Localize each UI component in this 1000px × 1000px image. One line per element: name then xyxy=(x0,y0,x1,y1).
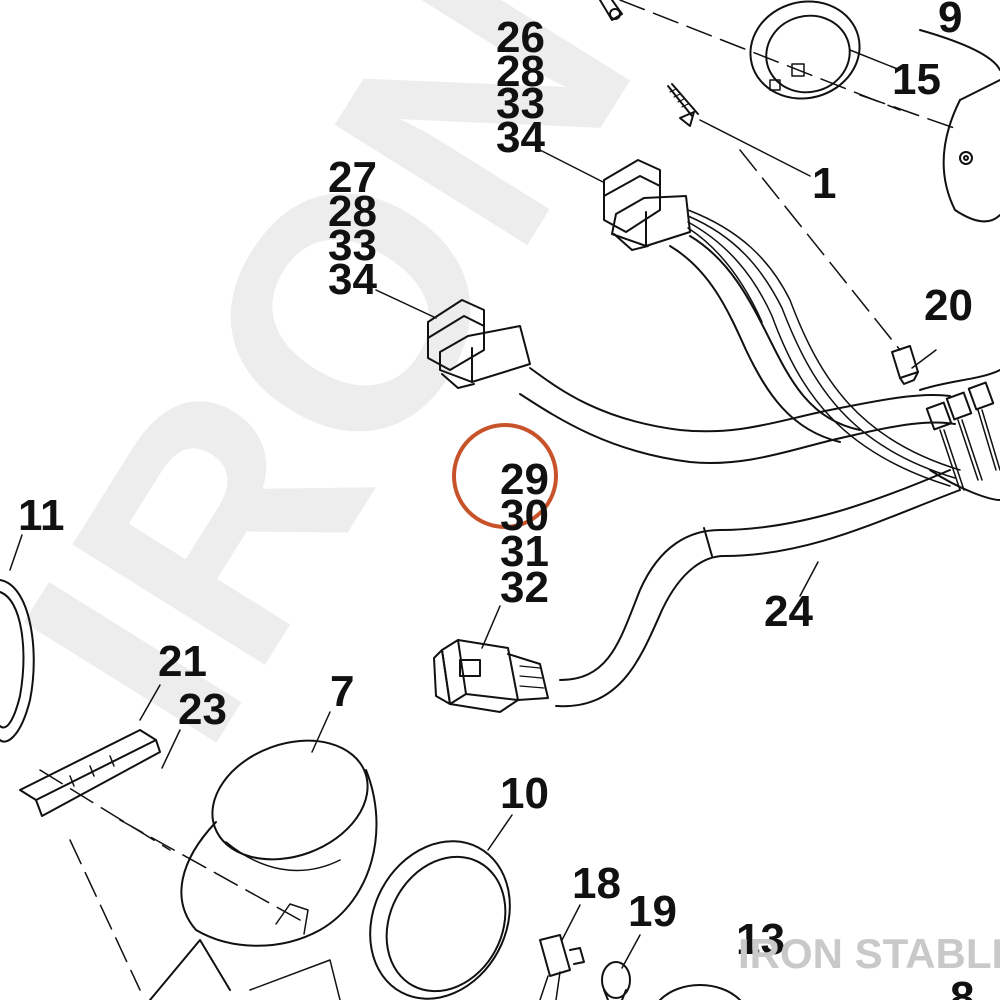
part-19-bulb xyxy=(601,961,631,1000)
callout-13: 13 xyxy=(736,915,785,964)
callout-31: 31 xyxy=(500,527,549,576)
part-top-stud xyxy=(599,0,623,21)
callout-1: 1 xyxy=(812,159,836,208)
connector-upper xyxy=(603,159,691,251)
part-18-socket xyxy=(539,934,585,1000)
callout-23: 23 xyxy=(178,685,227,734)
part-10-ring xyxy=(369,840,511,1000)
callout-20: 20 xyxy=(924,281,973,330)
leader-lines xyxy=(9,49,937,969)
callout-28: 28 xyxy=(328,187,377,236)
callout-19: 19 xyxy=(628,887,677,936)
callout-24: 24 xyxy=(764,587,813,636)
highlight-circle xyxy=(452,423,558,529)
brand-logo: IRON STABLE xyxy=(738,930,1000,977)
callout-33: 33 xyxy=(328,221,377,270)
callout-33: 33 xyxy=(496,79,545,128)
harness-24 xyxy=(555,469,961,708)
callout-21: 21 xyxy=(158,637,207,686)
part-11-ring xyxy=(0,579,35,743)
part-1-screw xyxy=(667,83,699,127)
part-20-pin xyxy=(891,345,919,385)
callout-10: 10 xyxy=(500,769,549,818)
callout-27: 27 xyxy=(328,153,377,202)
callout-28: 28 xyxy=(496,47,545,96)
part-7-cylinder xyxy=(149,739,378,1000)
part-21-23-strip xyxy=(19,729,161,817)
callout-26: 26 xyxy=(496,13,545,62)
callout-32: 32 xyxy=(500,563,549,612)
part-13-cap xyxy=(659,984,741,1000)
callout-9: 9 xyxy=(938,0,962,42)
callout-34: 34 xyxy=(328,255,377,304)
part-15-ring xyxy=(749,0,861,100)
plug-29-32 xyxy=(433,639,549,713)
callout-34: 34 xyxy=(496,113,545,162)
part-9-housing xyxy=(919,29,1000,223)
callout-7: 7 xyxy=(330,667,354,716)
harness-sheath-lower xyxy=(519,367,956,464)
center-lines xyxy=(39,0,961,991)
connector-lower xyxy=(427,299,531,389)
callout-11: 11 xyxy=(18,491,65,540)
callout-15: 15 xyxy=(892,55,941,104)
harness-sheath-upper xyxy=(669,235,861,443)
callouts: 26 28 33 34 27 28 33 34 29 30 31 32 9 15… xyxy=(18,0,974,1000)
callout-8: 8 xyxy=(950,973,974,1000)
wires-upper xyxy=(687,209,961,487)
callout-30: 30 xyxy=(500,491,549,540)
callout-18: 18 xyxy=(572,859,621,908)
callout-29: 29 xyxy=(500,455,549,504)
